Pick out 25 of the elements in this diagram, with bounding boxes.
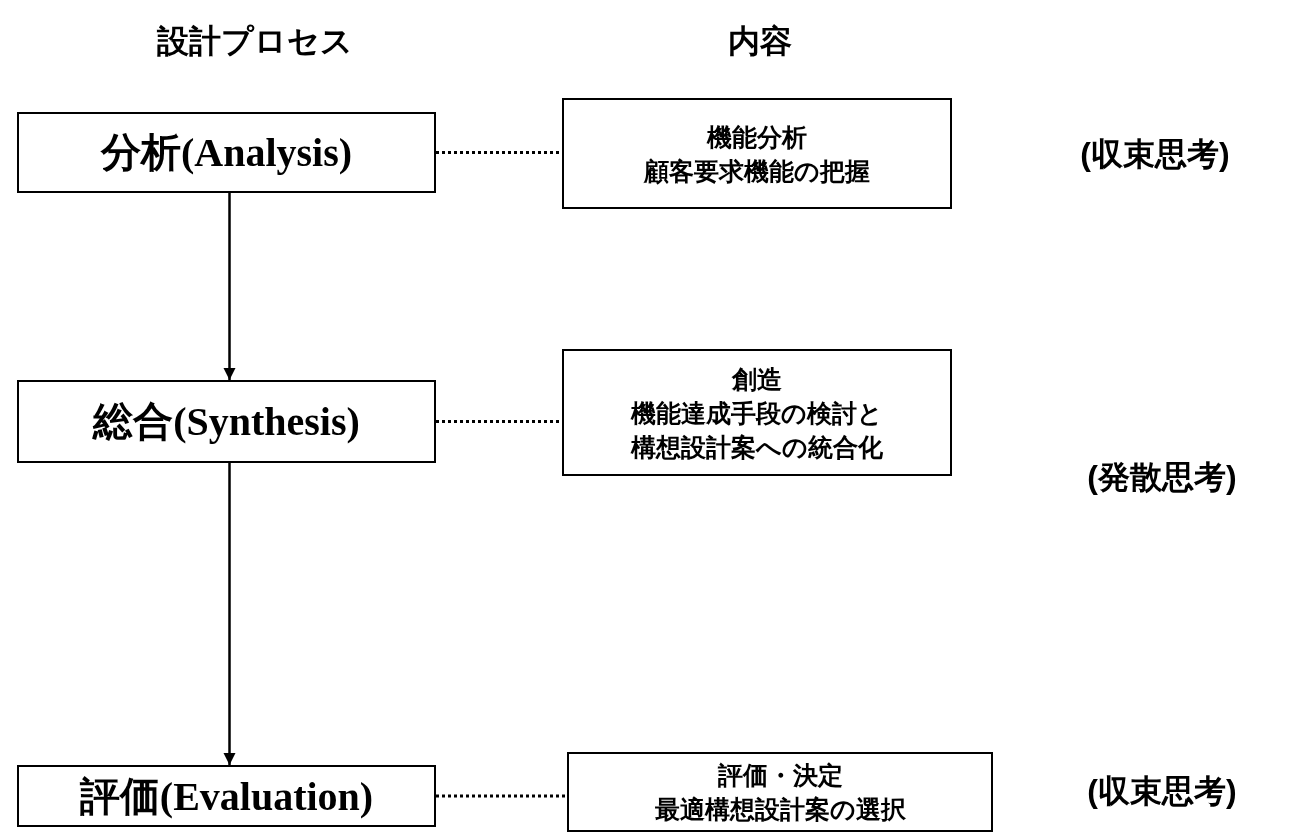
thinking-label: (発散思考) (1087, 458, 1237, 497)
content-text: 顧客要求機能の把握 (644, 155, 870, 187)
dotted-line (436, 794, 567, 798)
dotted-line (436, 420, 562, 423)
process-label: 総合(Synthesis) (93, 398, 360, 446)
content-box (567, 752, 993, 832)
column-heading: 内容 (728, 22, 792, 61)
process-box (17, 765, 436, 827)
content-box (562, 98, 952, 209)
process-label: 分析(Analysis) (100, 129, 353, 177)
thinking-label: (収束思考) (1087, 772, 1237, 811)
column-heading: 設計プロセス (157, 22, 353, 61)
arrow (223, 193, 236, 380)
process-box (17, 380, 436, 463)
arrow (223, 463, 236, 765)
process-box (17, 112, 436, 193)
thinking-label: (収束思考) (1080, 135, 1230, 174)
content-text: 機能分析 (707, 121, 807, 153)
content-text: 評価・決定 (717, 760, 843, 791)
content-box (562, 349, 952, 476)
content-text: 最適構想設計案の選択 (654, 794, 906, 825)
content-text: 機能達成手段の検討と構想設計案への統合化 (629, 397, 884, 463)
content-text: 創造 (732, 363, 782, 395)
dotted-line (436, 151, 562, 154)
process-label: 評価(Evaluation) (79, 772, 374, 821)
